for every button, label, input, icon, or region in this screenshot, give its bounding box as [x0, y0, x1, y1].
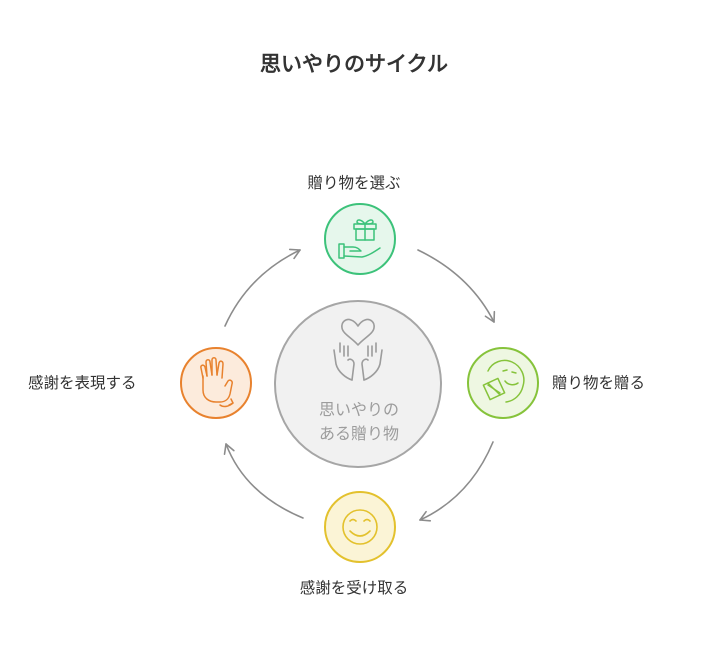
page-title: 思いやりのサイクル — [260, 52, 448, 76]
center-label-line1: 思いやりの — [318, 400, 399, 419]
step-node-receive — [324, 491, 396, 563]
center-label: 思いやりの ある贈り物 — [284, 398, 434, 446]
cycle-arrows — [223, 248, 496, 522]
step-label-express: 感謝を表現する — [28, 374, 137, 392]
smile-gift-icon — [482, 359, 525, 403]
arrow-left-to-top — [224, 248, 301, 327]
arrow-bottom-to-left — [223, 443, 304, 519]
step-label-choose: 贈り物を選ぶ — [307, 174, 401, 192]
step-label-give: 贈り物を贈る — [552, 374, 646, 392]
step-node-express — [180, 347, 252, 419]
hands-heart-icon — [333, 318, 383, 381]
step-node-choose — [324, 203, 396, 275]
waving-hand-icon — [200, 357, 234, 408]
arrow-right-to-bottom — [419, 441, 494, 522]
arrow-top-to-right — [417, 249, 496, 323]
step-node-give — [467, 347, 539, 419]
smile-icon — [342, 509, 378, 545]
center-label-line2: ある贈り物 — [318, 424, 399, 443]
step-label-receive: 感謝を受け取る — [299, 579, 409, 597]
center-node — [274, 300, 442, 468]
gift-hand-icon — [338, 219, 381, 259]
